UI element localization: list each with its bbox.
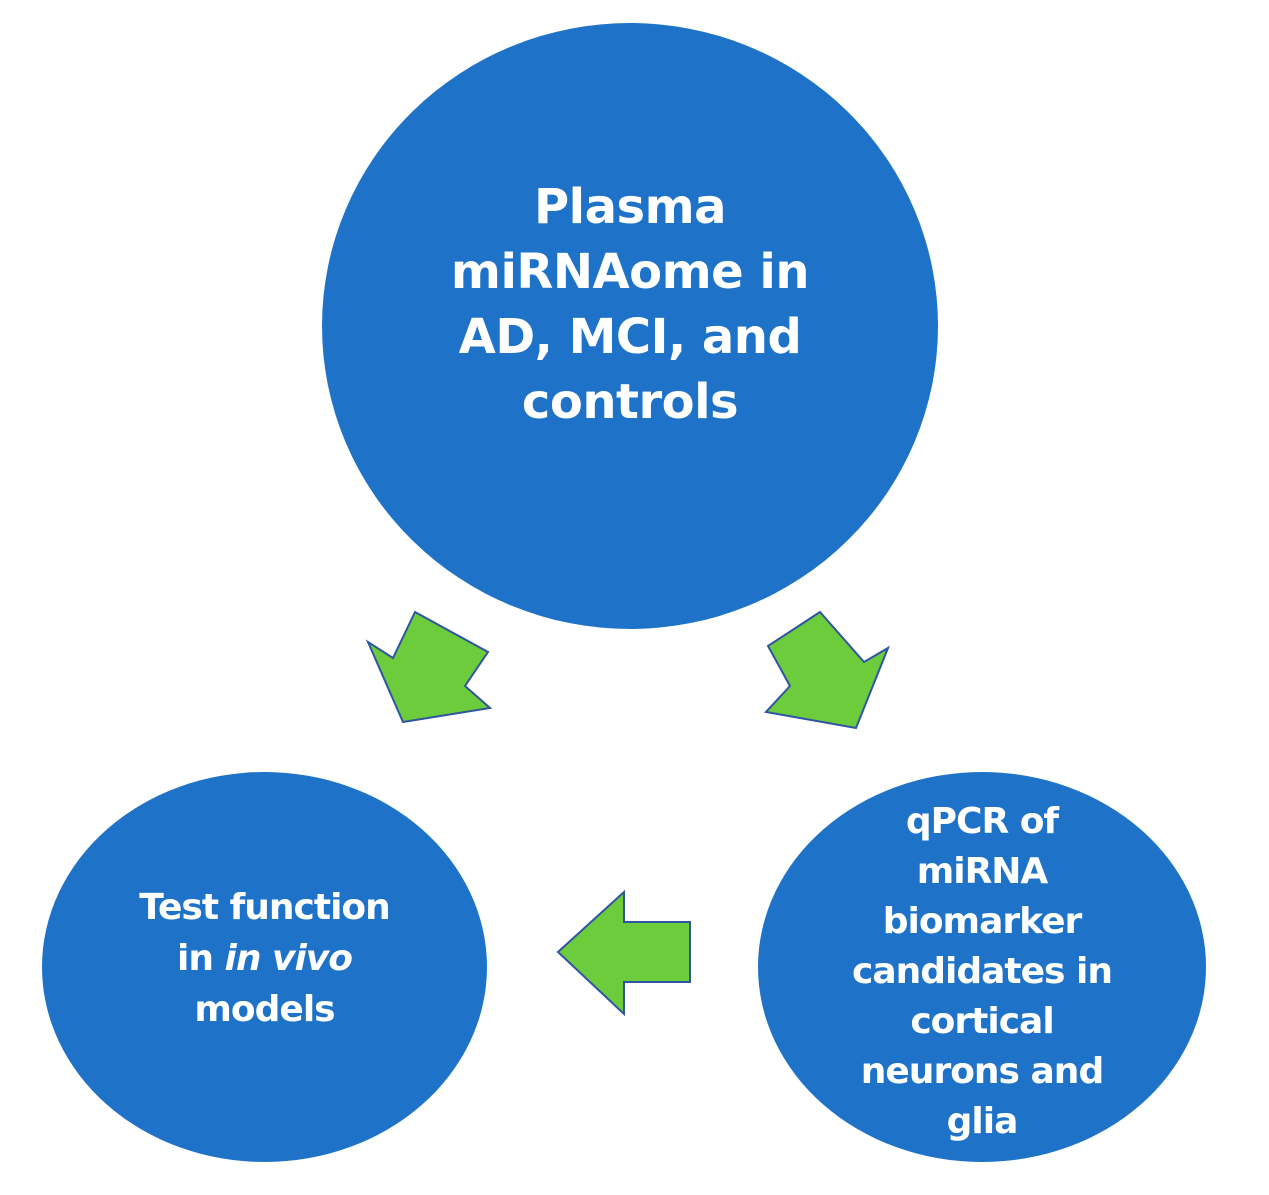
node-test-function-label: Test function in in vivo models: [105, 882, 425, 1035]
node-plasma-mirnaome-label: Plasma miRNAome in AD, MCI, and controls: [430, 175, 830, 435]
node-qpcr: qPCR of miRNA biomarker candidates in co…: [758, 772, 1206, 1162]
node-right-line-1: qPCR of: [905, 801, 1059, 842]
node-top-line-3: AD, MCI, and: [458, 309, 802, 365]
node-top-line-2: miRNAome in: [450, 244, 810, 300]
node-top-line-4: controls: [521, 374, 739, 430]
node-right-line-5: cortical: [910, 1001, 1054, 1042]
arrow-top-to-right: [764, 610, 891, 730]
node-left-line-1: Test function: [139, 886, 391, 928]
node-left-line-3: models: [194, 988, 335, 1030]
node-left-line-2: in in vivo: [105, 933, 425, 984]
arrow-right-to-left: [556, 889, 691, 1017]
arrow-top-to-left: [365, 610, 493, 724]
node-right-line-2: miRNA: [916, 851, 1049, 892]
node-right-line-4: candidates in: [852, 951, 1113, 992]
node-left-line-2-prefix: in: [176, 937, 225, 979]
node-right-line-7: glia: [946, 1101, 1019, 1142]
node-right-line-6: neurons and: [860, 1051, 1104, 1092]
node-top-line-1: Plasma: [534, 179, 727, 235]
node-qpcr-label: qPCR of miRNA biomarker candidates in co…: [832, 797, 1132, 1147]
node-plasma-mirnaome: Plasma miRNAome in AD, MCI, and controls: [322, 23, 938, 629]
node-right-line-3: biomarker: [882, 901, 1083, 942]
node-test-function: Test function in in vivo models: [42, 772, 487, 1162]
node-left-line-2-italic: in vivo: [224, 937, 354, 979]
